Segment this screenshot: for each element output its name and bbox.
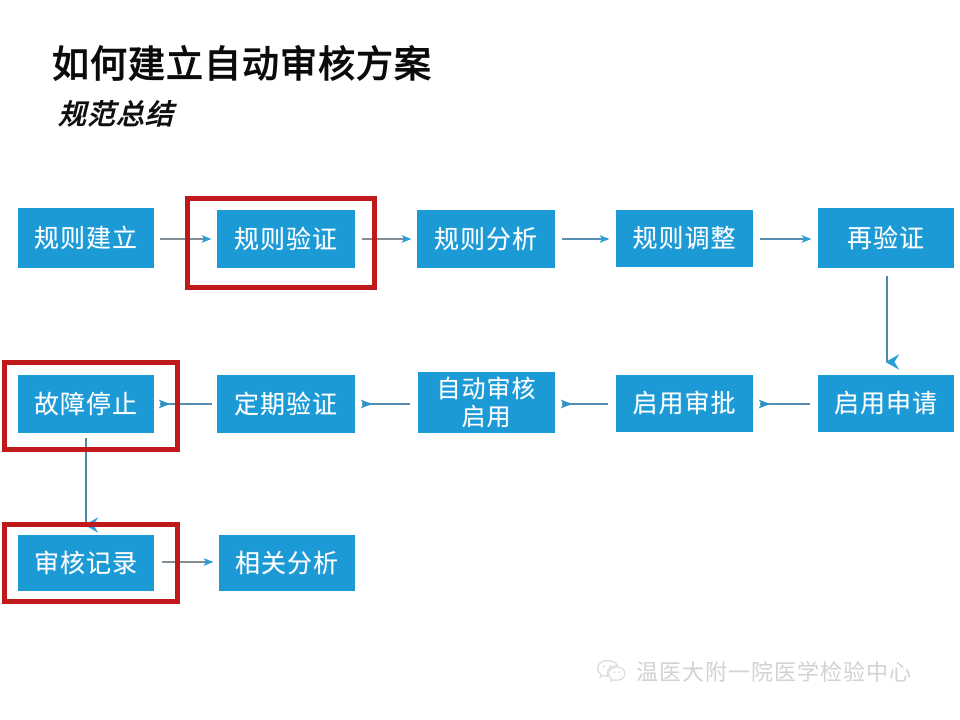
- node-rule-create[interactable]: 规则建立: [18, 208, 154, 268]
- highlight-fault-stop: [2, 360, 180, 452]
- node-related-analysis[interactable]: 相关分析: [219, 535, 355, 591]
- node-reverify[interactable]: 再验证: [818, 208, 954, 268]
- node-periodic-verify[interactable]: 定期验证: [217, 375, 355, 433]
- watermark-text: 温医大附一院医学检验中心: [636, 661, 913, 686]
- node-auto-audit-enable-label-line1: 自动审核: [436, 374, 537, 403]
- watermark: 温医大附一院医学检验中心: [596, 655, 912, 687]
- page-title: 如何建立自动审核方案: [52, 42, 432, 86]
- node-enable-approval[interactable]: 启用审批: [616, 375, 753, 432]
- node-enable-request[interactable]: 启用申请: [818, 375, 954, 432]
- node-rule-adjust[interactable]: 规则调整: [616, 210, 753, 267]
- node-auto-audit-enable-label-line2: 启用: [461, 402, 512, 431]
- highlight-rule-verify: [185, 196, 377, 290]
- node-audit-record[interactable]: 审核记录: [18, 535, 154, 591]
- node-fault-stop[interactable]: 故障停止: [18, 375, 154, 433]
- page-subtitle: 规范总结: [58, 98, 175, 131]
- node-rule-verify[interactable]: 规则验证: [217, 210, 355, 268]
- node-auto-audit-enable[interactable]: 自动审核 启用: [418, 372, 555, 433]
- wechat-icon: [596, 659, 626, 683]
- highlight-audit-record: [2, 522, 180, 604]
- node-rule-analyze[interactable]: 规则分析: [417, 210, 555, 268]
